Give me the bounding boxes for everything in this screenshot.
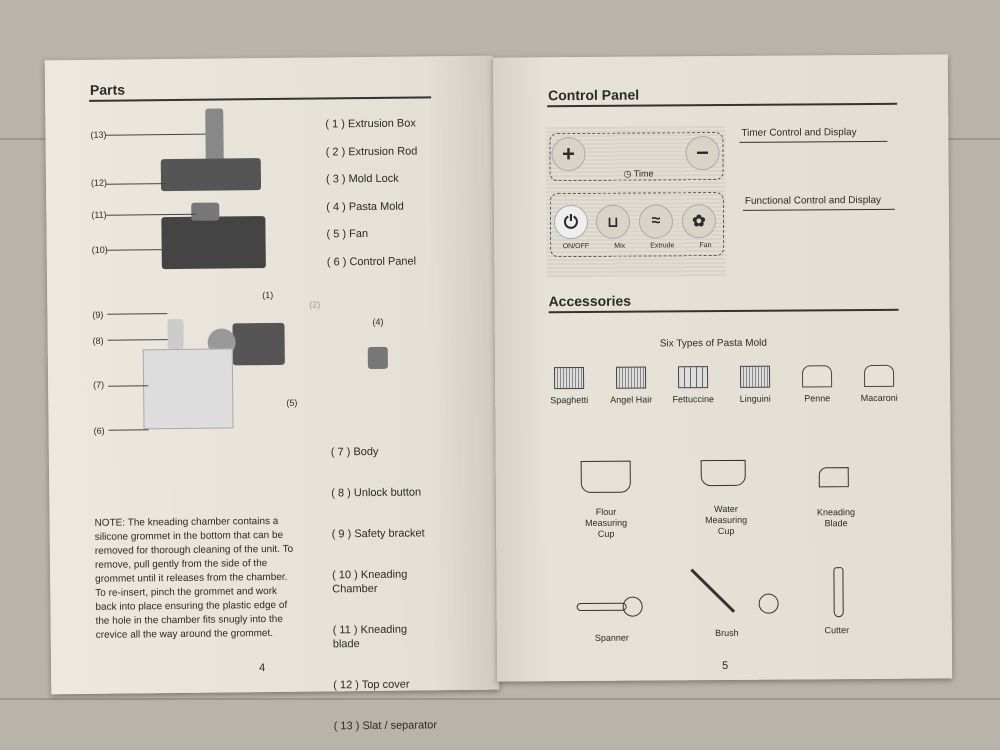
button-label: Extrude bbox=[650, 242, 675, 250]
control-panel-title: Control Panel bbox=[548, 86, 640, 104]
tool-label: Cutter bbox=[824, 625, 850, 636]
parts-list-bottom: ( 7 ) Body ( 8 ) Unlock button ( 9 ) Saf… bbox=[331, 430, 438, 747]
callout: (6) bbox=[93, 425, 105, 436]
callout: (8) bbox=[92, 335, 104, 346]
part-item: ( 7 ) Body bbox=[330, 445, 379, 459]
tool-label: Water Measuring Cup bbox=[705, 503, 748, 537]
left-page: Parts (13) (12) (11) (10) (9) (8) (7) (6… bbox=[44, 55, 500, 732]
callout: (11) bbox=[91, 209, 107, 220]
plus-button-icon: + bbox=[551, 136, 586, 172]
functional-label: Functional Control and Display bbox=[744, 194, 882, 207]
callout: (13) bbox=[90, 129, 107, 140]
spanner-icon bbox=[576, 596, 647, 617]
mold-list: Spaghetti Angel Hair Fettuccine Linguini… bbox=[539, 364, 909, 408]
part-item: ( 6 ) Control Panel bbox=[326, 254, 417, 268]
tool-label: Kneading Blade bbox=[816, 507, 856, 529]
minus-button-icon: − bbox=[685, 136, 720, 171]
tool-label: Spanner bbox=[594, 632, 629, 643]
callout: (10) bbox=[91, 244, 108, 255]
brush-icon bbox=[690, 568, 736, 613]
part-item: ( 4 ) Pasta Mold bbox=[326, 200, 404, 213]
power-icon: ⏻ bbox=[553, 204, 589, 240]
callout: (1) bbox=[262, 289, 274, 301]
time-label: Time bbox=[633, 168, 654, 179]
button-label: Fan bbox=[699, 242, 712, 250]
mold-label: Spaghetti bbox=[550, 394, 589, 406]
part-item: ( 12 ) Top cover bbox=[333, 678, 410, 692]
part-item: ( 10 ) Kneading Chamber bbox=[332, 568, 408, 596]
mix-icon: ⊔ bbox=[595, 204, 631, 239]
part-item: ( 9 ) Safety bracket bbox=[331, 527, 425, 541]
fan-icon: ✿ bbox=[681, 204, 717, 239]
note-text: NOTE: The kneading chamber contains a si… bbox=[94, 515, 294, 641]
callout: (2) bbox=[309, 299, 321, 310]
flour-cup-icon bbox=[580, 460, 631, 493]
button-label: ON/OFF bbox=[562, 242, 590, 251]
part-item: ( 2 ) Extrusion Rod bbox=[325, 144, 418, 158]
part-item: ( 8 ) Unlock button bbox=[331, 486, 422, 500]
mold-label: Macaroni bbox=[860, 392, 898, 404]
page-number: 4 bbox=[259, 662, 266, 675]
parts-title: Parts bbox=[89, 81, 126, 98]
kneading-blade-icon bbox=[818, 467, 849, 488]
molds-title: Six Types of Pasta Mold bbox=[659, 337, 767, 350]
cutter-icon bbox=[833, 567, 844, 618]
mold-label: Penne bbox=[804, 393, 831, 404]
button-label: Mix bbox=[614, 242, 626, 250]
callout: (5) bbox=[286, 397, 298, 408]
parts-list-top: ( 1 ) Extrusion Box ( 2 ) Extrusion Rod … bbox=[325, 110, 418, 276]
callout: (4) bbox=[372, 316, 384, 327]
part-item: ( 1 ) Extrusion Box bbox=[325, 117, 416, 131]
brush-head-icon bbox=[758, 593, 779, 614]
accessories-title: Accessories bbox=[548, 292, 632, 310]
right-page: Control Panel + − ◷ Time ⏻ ⊔ ≈ ✿ ON/OFF … bbox=[492, 54, 953, 682]
tool-label: Brush bbox=[715, 627, 739, 639]
wood-plank bbox=[0, 140, 1000, 700]
part-item: ( 13 ) Slat / separator bbox=[333, 719, 438, 733]
part-item: ( 11 ) Kneading blade bbox=[332, 623, 408, 651]
mold-label: Fettuccine bbox=[672, 394, 715, 405]
callout: (9) bbox=[92, 309, 104, 320]
water-cup-icon bbox=[700, 459, 746, 487]
mold-label: Linguini bbox=[739, 393, 771, 404]
part-item: ( 3 ) Mold Lock bbox=[325, 172, 399, 186]
extrude-icon: ≈ bbox=[638, 204, 674, 239]
timer-label: Timer Control and Display bbox=[741, 127, 857, 139]
tool-label: Flour Measuring Cup bbox=[585, 506, 628, 539]
control-panel-diagram: + − ◷ Time ⏻ ⊔ ≈ ✿ ON/OFF Mix Extrude Fa… bbox=[545, 125, 727, 278]
mold-label: Angel Hair bbox=[610, 394, 653, 405]
part-item: ( 5 ) Fan bbox=[326, 227, 369, 241]
callout: (12) bbox=[90, 177, 108, 188]
callout: (7) bbox=[93, 379, 105, 390]
page-number: 5 bbox=[722, 659, 729, 673]
